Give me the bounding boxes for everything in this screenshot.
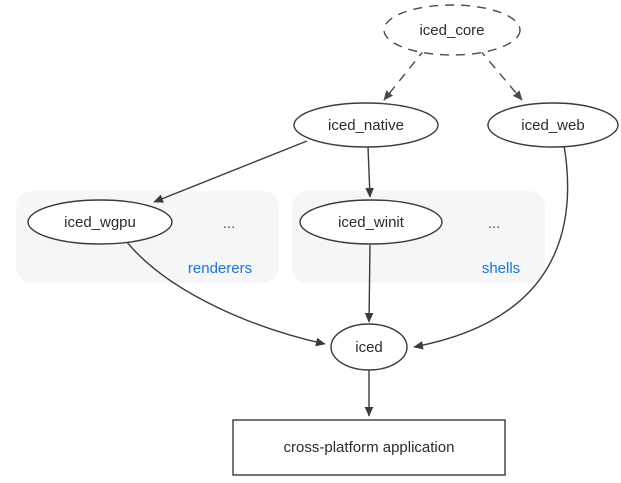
edge-native-to-winit bbox=[365, 146, 374, 198]
edge-winit-to-iced bbox=[364, 244, 374, 323]
renderers-ellipsis-marker: ... bbox=[223, 215, 236, 232]
group-renderers-label: renderers bbox=[188, 260, 252, 277]
node-iced-web[interactable]: iced_web bbox=[487, 102, 619, 148]
node-iced-native[interactable]: iced_native bbox=[293, 102, 439, 148]
node-iced-wgpu-shape[interactable] bbox=[27, 199, 173, 245]
group-shells-label: shells bbox=[482, 260, 520, 277]
node-application-label: cross-platform application bbox=[284, 439, 455, 456]
node-iced-web-shape[interactable] bbox=[487, 102, 619, 148]
node-iced-winit[interactable]: iced_winit bbox=[299, 199, 443, 245]
node-iced-core-shape[interactable] bbox=[383, 4, 521, 56]
edge-layer bbox=[125, 48, 569, 417]
node-iced-shape[interactable] bbox=[330, 323, 408, 371]
node-iced[interactable]: iced bbox=[330, 323, 408, 371]
edge-wgpu-to-iced bbox=[125, 240, 326, 347]
node-application-shape[interactable] bbox=[232, 419, 506, 476]
edge-native-to-wgpu bbox=[153, 140, 308, 203]
node-application[interactable]: cross-platform application bbox=[232, 419, 506, 476]
edge-core-to-web bbox=[478, 48, 523, 101]
node-iced-native-shape[interactable] bbox=[293, 102, 439, 148]
shells-ellipsis-marker: ... bbox=[488, 215, 501, 232]
node-iced-core[interactable]: iced_core bbox=[383, 4, 521, 56]
edge-core-to-native bbox=[383, 48, 426, 101]
node-iced-wgpu[interactable]: iced_wgpu bbox=[27, 199, 173, 245]
node-iced-winit-shape[interactable] bbox=[299, 199, 443, 245]
edge-web-to-iced bbox=[413, 144, 569, 350]
